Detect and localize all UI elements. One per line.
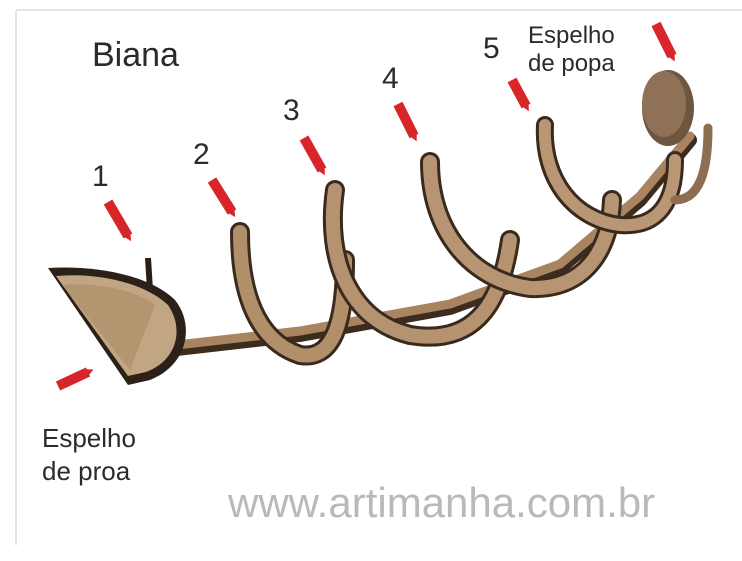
bow-label-line-2: de proa (42, 455, 136, 488)
arrow-bow (58, 372, 88, 386)
frame-number-2: 2 (193, 140, 210, 170)
stern-transom-label: Espelho de popa (528, 22, 615, 77)
website-watermark: www.artimanha.com.br (228, 482, 655, 524)
stern-label-line-1: Espelho (528, 22, 615, 50)
arrow-frame-1 (108, 202, 128, 236)
frame-number-4: 4 (382, 64, 399, 94)
stern-label-line-2: de popa (528, 50, 615, 78)
arrow-frame-5 (512, 80, 526, 106)
stern-transom-face (642, 71, 686, 137)
boat-title: Biana (92, 38, 179, 72)
frame-4 (430, 162, 612, 288)
arrow-frame-2 (212, 180, 232, 212)
bow-label-line-1: Espelho (42, 422, 136, 455)
frame-number-1: 1 (92, 162, 109, 192)
arrow-frame-4 (398, 104, 414, 136)
arrow-stern (656, 24, 672, 56)
arrow-frame-3 (304, 138, 322, 170)
frame-number-3: 3 (283, 96, 300, 126)
bow-transom-label: Espelho de proa (42, 422, 136, 487)
frame-number-5: 5 (483, 34, 500, 64)
